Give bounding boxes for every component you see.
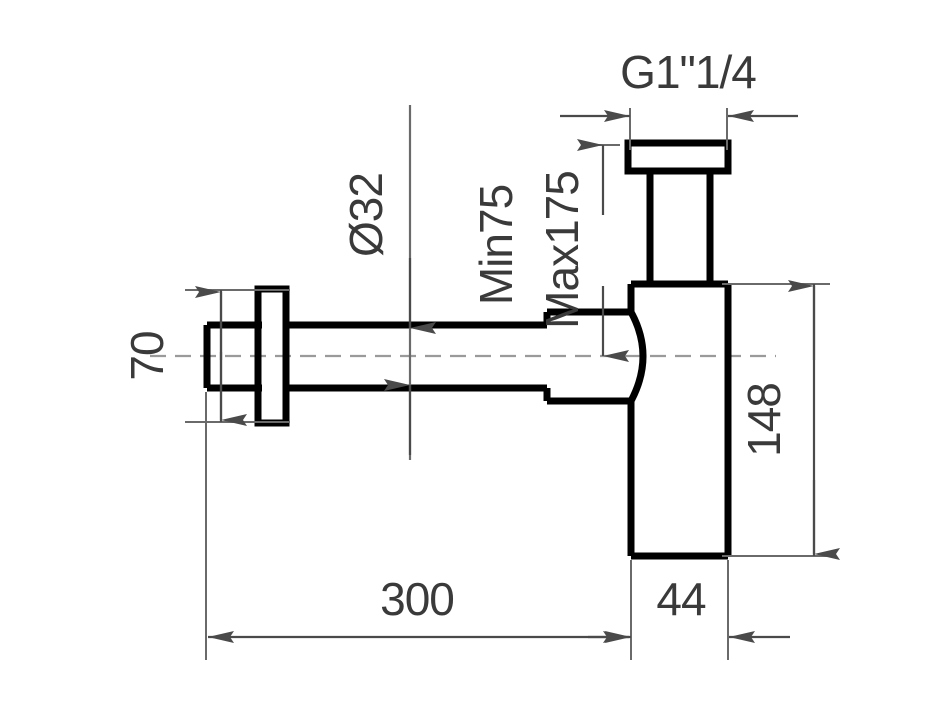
dimension-label-body-width: 44 (656, 573, 706, 625)
dimension-label-height-min: Min75 (470, 185, 522, 305)
dimension-label-body-height: 148 (738, 383, 790, 457)
dimension-label-flange-height: 70 (121, 331, 173, 380)
dimension-body-width: 44 (588, 573, 790, 643)
dimension-label-height-max: Max175 (536, 171, 588, 329)
dimension-body-height: 148 (738, 280, 840, 560)
dimension-height-min: Min75 (470, 185, 522, 305)
dimension-flange-height: 70 (121, 286, 247, 426)
part-outline (203, 139, 732, 560)
dimension-pipe-length: 300 (208, 573, 629, 643)
dimension-label-pipe-diameter: Ø32 (340, 173, 392, 257)
dimension-label-thread-size: G1"1/4 (620, 46, 756, 98)
inlet-cap-outline (624, 139, 732, 175)
extension-lines (185, 108, 830, 660)
dimension-thread-size: G1"1/4 (560, 46, 798, 122)
dimension-label-pipe-length: 300 (380, 573, 454, 625)
dimension-height-max: Max175 (536, 139, 629, 362)
dimension-pipe-diameter: Ø32 (340, 105, 436, 460)
junction-bulge-arc (627, 310, 647, 403)
